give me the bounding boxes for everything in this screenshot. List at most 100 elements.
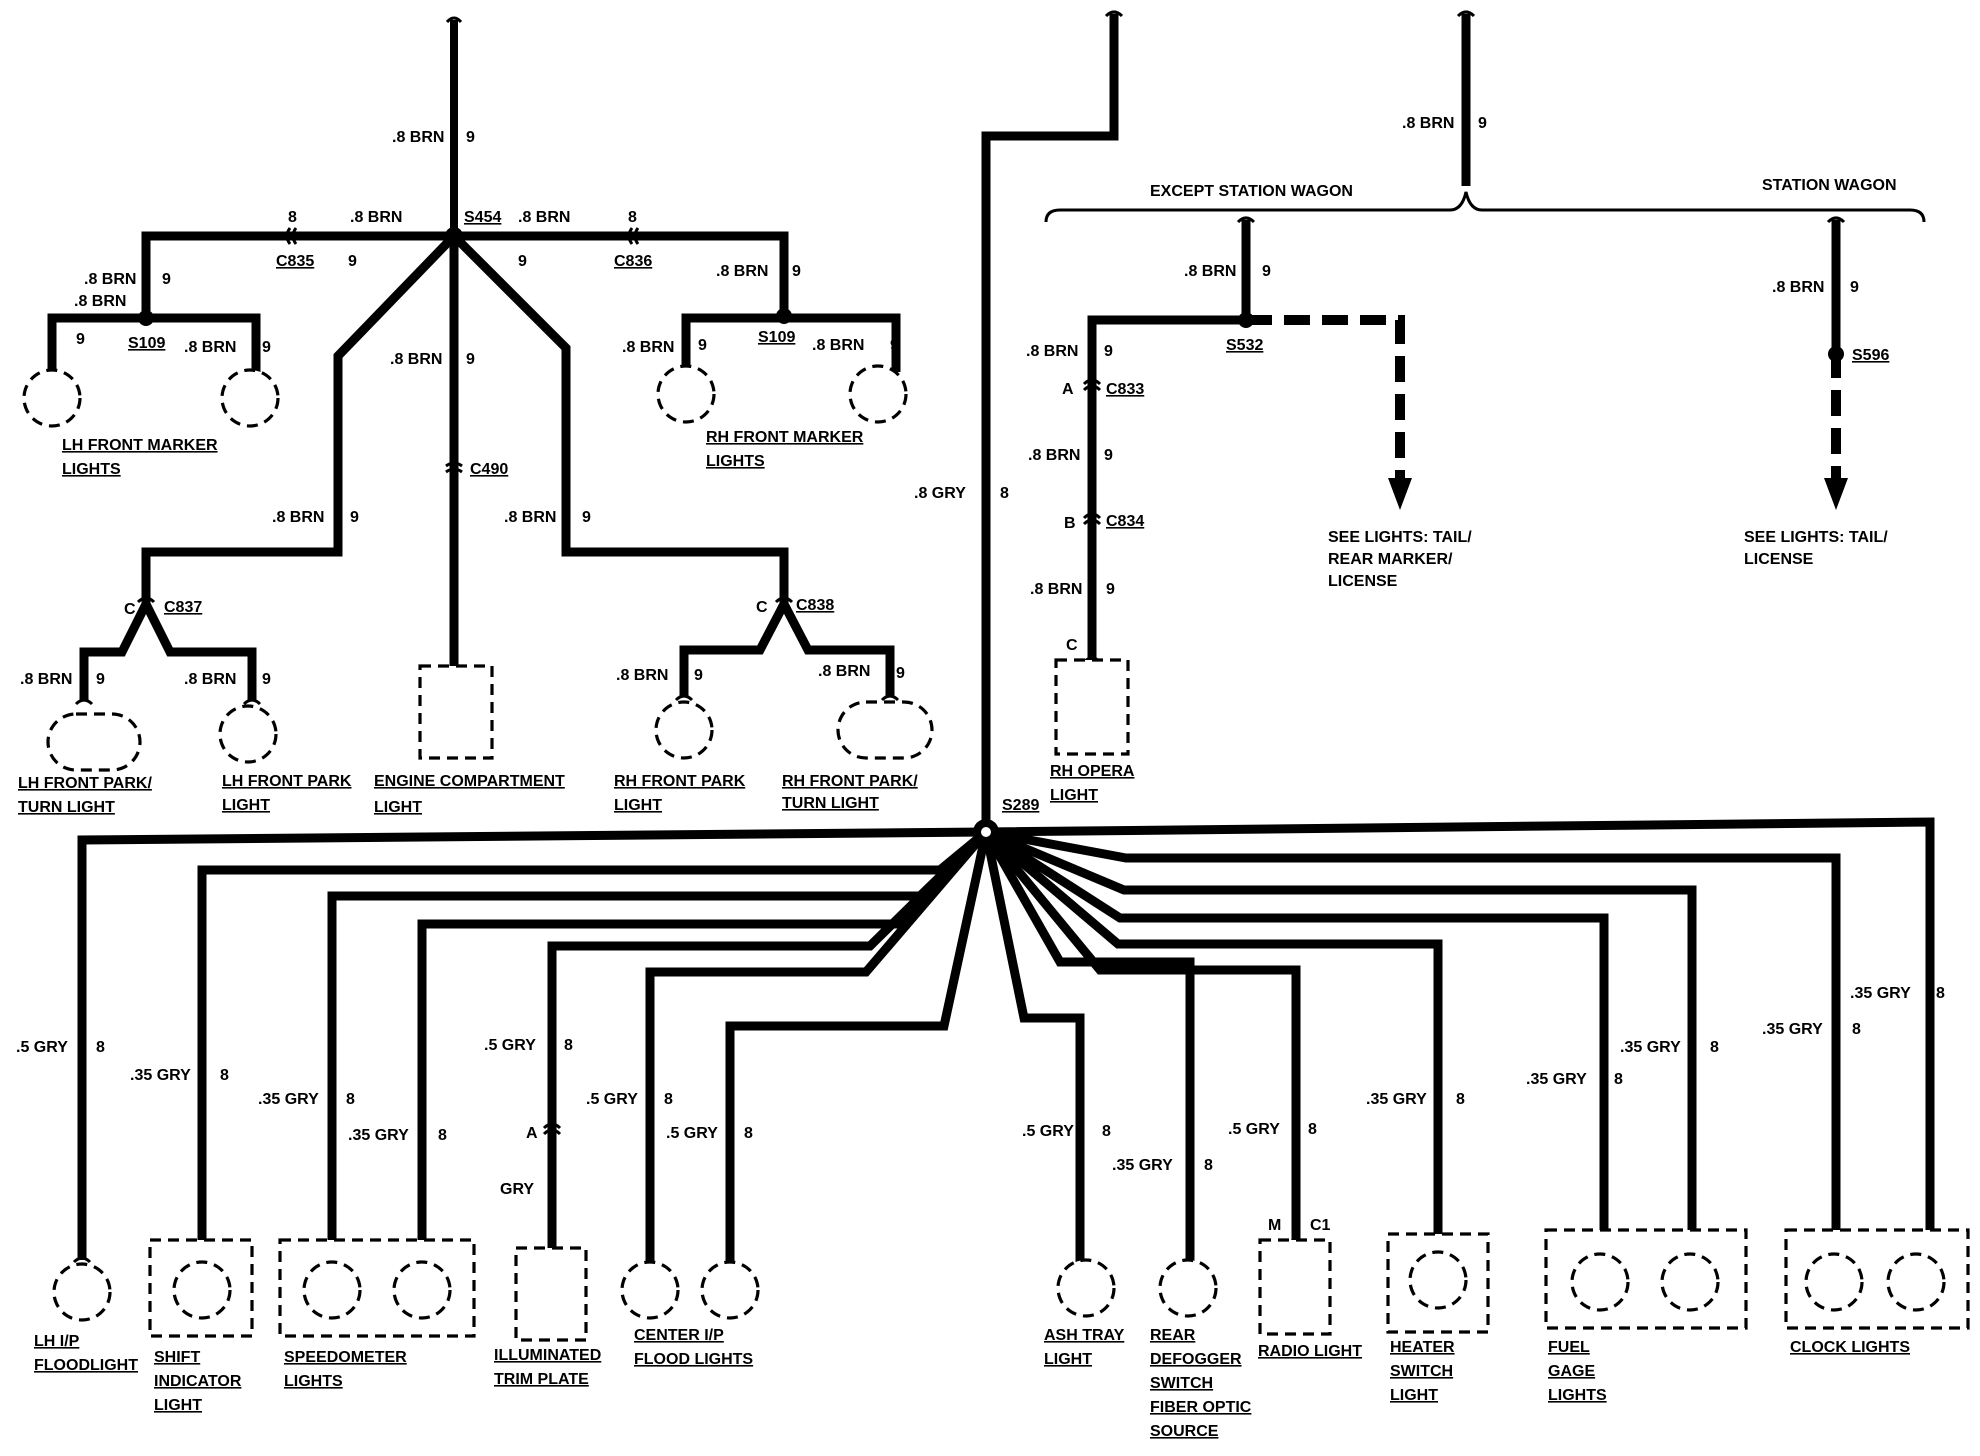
component-name: SHIFT xyxy=(154,1349,200,1366)
arrow-tail-ref-2 xyxy=(1824,478,1848,510)
lower-lamps xyxy=(52,1228,1970,1342)
component-name: HEATER xyxy=(1390,1339,1455,1356)
circuit-label: 9 xyxy=(1106,581,1115,598)
circuit-label: 9 xyxy=(582,509,591,526)
component-name: TURN LIGHT xyxy=(782,795,879,812)
wire-s289-feed xyxy=(981,14,1119,830)
component-name: LIGHT xyxy=(614,797,662,814)
wire-label: .8 BRN xyxy=(184,671,236,688)
component-name: CENTER I/P xyxy=(634,1327,724,1344)
circuit-label: 8 xyxy=(1936,985,1945,1002)
wire-label: .8 BRN xyxy=(622,339,674,356)
wire-label: .8 BRN xyxy=(1184,263,1236,280)
wire-label: .8 BRN xyxy=(350,209,402,226)
component-name: REAR xyxy=(1150,1327,1196,1344)
wire-label: .8 BRN xyxy=(616,667,668,684)
wire-label: .35 GRY xyxy=(1366,1091,1427,1108)
connector-label: C833 xyxy=(1106,381,1144,398)
upper-right-harness xyxy=(981,10,1926,830)
wire-c837-right xyxy=(141,601,257,700)
connector-c836-mark xyxy=(627,227,634,245)
lamp-rh-park xyxy=(654,700,714,760)
component-name: LIGHT xyxy=(1044,1351,1092,1368)
connector-c834-mark xyxy=(1082,512,1102,520)
component-name: LH FRONT MARKER xyxy=(62,437,218,454)
lamp-radio xyxy=(1258,1238,1332,1336)
connector-c835-mark xyxy=(285,227,292,245)
lamp-rh-park-turn xyxy=(836,700,934,760)
connector-label: C834 xyxy=(1106,513,1144,530)
circuit-label: 8 xyxy=(744,1125,753,1142)
circuit-label: 8 xyxy=(220,1067,229,1084)
component-name: LH I/P xyxy=(34,1333,80,1350)
component-name: CLOCK LIGHTS xyxy=(1790,1339,1910,1356)
wire-s454-to-c837 xyxy=(141,232,458,604)
splice-s596-dot xyxy=(1828,346,1844,362)
lamp-center-flood-2 xyxy=(700,1260,760,1320)
circuit-label: 9 xyxy=(76,331,85,348)
circuit-label: 8 xyxy=(1102,1123,1111,1140)
component-name: DEFOGGER xyxy=(1150,1351,1242,1368)
circuit-label: 8 xyxy=(1000,485,1009,502)
wire-clock-1 xyxy=(985,827,1841,1232)
component-name: LIGHTS xyxy=(1548,1387,1607,1404)
component-name: INDICATOR xyxy=(154,1373,242,1390)
splice-s532-dot xyxy=(1238,312,1254,328)
splice-s109-right-dot xyxy=(776,308,792,324)
pin-label: A xyxy=(1062,381,1074,398)
component-name: GAGE xyxy=(1548,1363,1595,1380)
wire-label: .35 GRY xyxy=(1112,1157,1173,1174)
pin-label: B xyxy=(1064,515,1076,532)
wire-label: .8 GRY xyxy=(914,485,966,502)
wire-s532-optional xyxy=(1246,315,1405,480)
lamp-trim-plate xyxy=(514,1246,588,1342)
wire-label: .8 BRN xyxy=(504,509,556,526)
s289-fanout xyxy=(72,817,1935,1270)
component-name: LIGHT xyxy=(222,797,270,814)
wire-label: .8 BRN xyxy=(818,663,870,680)
component-name: LIGHT xyxy=(1050,787,1098,804)
wire-label: .35 GRY xyxy=(130,1067,191,1084)
component-name: SOURCE xyxy=(1150,1423,1219,1440)
component-name: FUEL xyxy=(1548,1339,1590,1356)
wire-label: .35 GRY xyxy=(1526,1071,1587,1088)
pin-label: 8 xyxy=(288,209,297,226)
circuit-label: 8 xyxy=(1852,1021,1861,1038)
circuit-label: 8 xyxy=(664,1091,673,1108)
wire-label: .35 GRY xyxy=(1620,1039,1681,1056)
connector-c838-mark xyxy=(774,596,794,604)
circuit-label: 9 xyxy=(262,671,271,688)
circuit-label: 9 xyxy=(792,263,801,280)
component-name: SWITCH xyxy=(1150,1375,1213,1392)
wire-label: .5 GRY xyxy=(666,1125,718,1142)
component-name: RH FRONT MARKER xyxy=(706,429,864,446)
ref-text: LICENSE xyxy=(1744,551,1814,568)
component-name: FLOODLIGHT xyxy=(34,1357,138,1374)
wire-label: .5 GRY xyxy=(1228,1121,1280,1138)
bracket-variants xyxy=(1044,191,1926,223)
component-name: LIGHTS xyxy=(284,1373,343,1390)
wire-label: .8 BRN xyxy=(1402,115,1454,132)
wire-radio xyxy=(982,829,1301,1240)
wire-label: .8 BRN xyxy=(1772,279,1824,296)
wire-clock-2 xyxy=(985,817,1935,1232)
component-name: SWITCH xyxy=(1390,1363,1453,1380)
lamp-lh-park-turn xyxy=(46,712,142,772)
ref-text: SEE LIGHTS: TAIL/ xyxy=(1744,529,1888,546)
pin-label: 8 xyxy=(628,209,637,226)
component-name: SPEEDOMETER xyxy=(284,1349,407,1366)
pin-label: C xyxy=(124,601,136,618)
wire-break-symbol xyxy=(445,16,463,24)
ref-text: SEE LIGHTS: TAIL/ xyxy=(1328,529,1472,546)
lamp-center-flood-1 xyxy=(620,1260,680,1320)
connector-c490-mark xyxy=(445,461,463,468)
connector-c837-mark xyxy=(136,596,156,604)
wire-label: .8 BRN xyxy=(518,209,570,226)
wire-label: .35 GRY xyxy=(1850,985,1911,1002)
wire-s532-to-opera xyxy=(1087,315,1246,660)
component-name: ENGINE COMPARTMENT xyxy=(374,773,565,790)
connector-label: C836 xyxy=(614,253,652,270)
wire-label: .8 BRN xyxy=(84,271,136,288)
connector-label: C835 xyxy=(276,253,314,270)
